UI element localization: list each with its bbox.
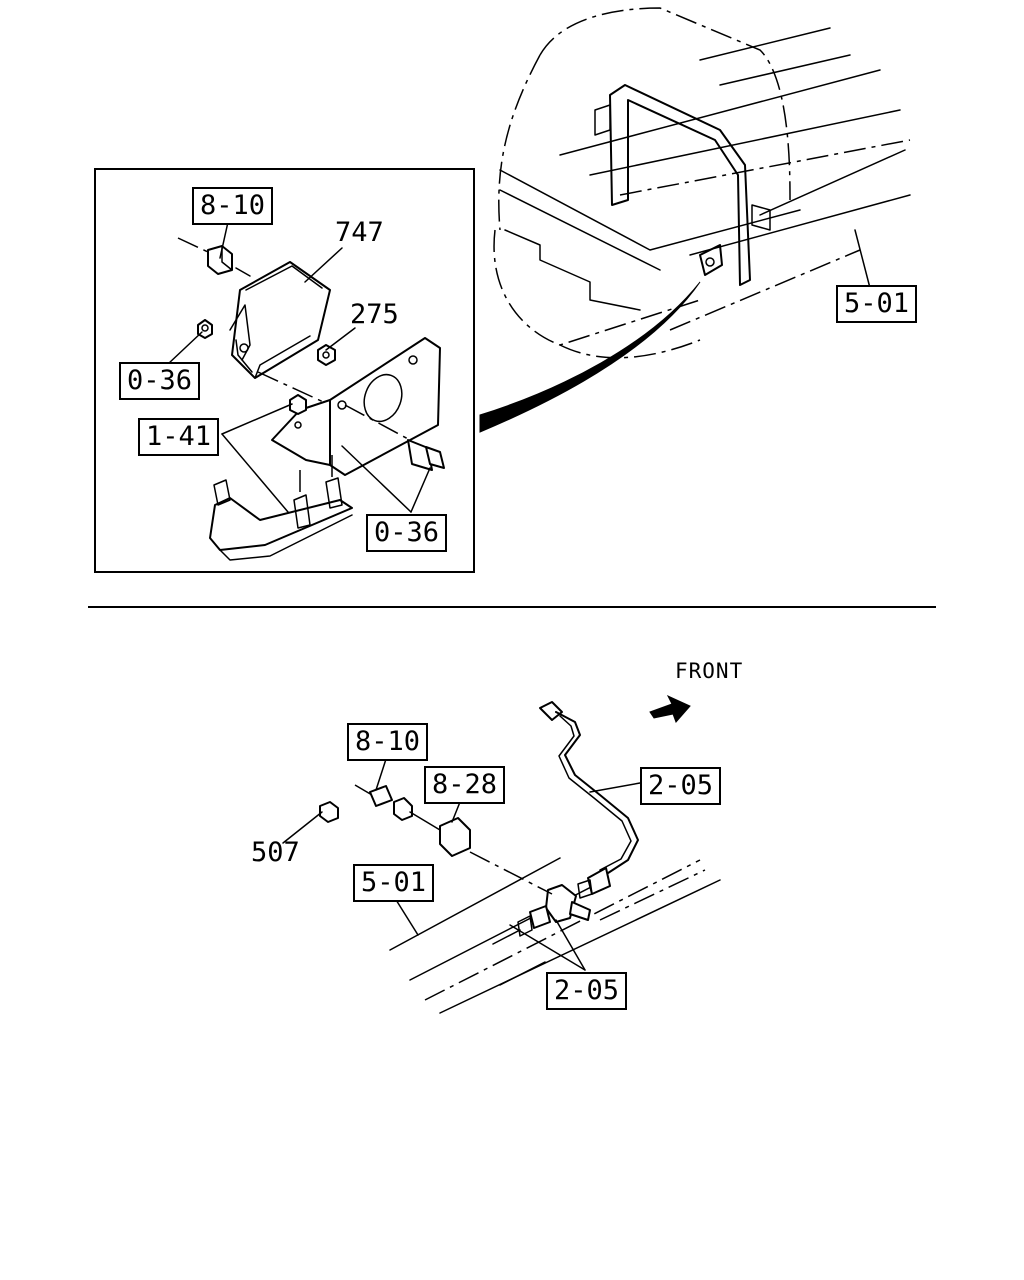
label-507: 507 — [251, 837, 300, 868]
detail-box — [94, 168, 475, 573]
label-8-28: 8-28 — [424, 766, 506, 804]
label-8-10-top: 8-10 — [192, 187, 274, 225]
pipe-assembly — [539, 701, 639, 899]
mounting-bracket — [271, 337, 441, 476]
nut-275 — [317, 344, 336, 366]
label-747: 747 — [335, 217, 384, 248]
front-label: FRONT — [675, 659, 744, 683]
ecu-module — [229, 261, 331, 406]
fitting-cluster — [469, 851, 591, 945]
bottom-connectors — [319, 784, 471, 857]
bolt-right — [344, 404, 445, 471]
label-2-05-upper: 2-05 — [640, 767, 722, 805]
label-2-05-lower: 2-05 — [546, 972, 628, 1010]
detail-pointer-swoosh — [479, 281, 701, 433]
label-5-01-top: 5-01 — [836, 285, 918, 323]
cab-bracket-frame — [594, 84, 771, 286]
cab-outline — [493, 7, 911, 359]
connector-wire — [177, 237, 251, 277]
label-8-10-bottom: 8-10 — [347, 723, 429, 761]
label-0-36-right: 0-36 — [366, 514, 448, 552]
nut-left — [197, 319, 213, 339]
label-0-36-left: 0-36 — [119, 362, 201, 400]
label-5-01-bottom: 5-01 — [353, 864, 435, 902]
label-1-41: 1-41 — [138, 418, 220, 456]
base-bracket — [209, 455, 353, 561]
label-275: 275 — [350, 299, 399, 330]
front-arrow-icon — [649, 694, 691, 723]
leader-lines-top — [167, 221, 871, 513]
